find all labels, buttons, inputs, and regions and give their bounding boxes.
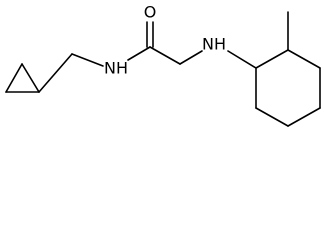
bond <box>179 50 203 65</box>
amine-hydrogen-label: H <box>214 35 226 54</box>
amide-nh-label: N H <box>104 59 128 78</box>
bond <box>5 63 23 93</box>
oxygen-label: O <box>144 3 157 22</box>
amine-nh-label: N H <box>202 35 226 54</box>
bond <box>38 53 73 93</box>
bond <box>71 53 104 67</box>
bond <box>287 49 321 69</box>
structural-formula: O N H N H <box>5 3 321 127</box>
bond <box>255 49 289 69</box>
bond <box>21 63 40 93</box>
linker-chain <box>38 46 203 93</box>
amide-nitrogen-label: N <box>104 59 116 78</box>
bond <box>149 46 181 65</box>
bond <box>255 107 289 127</box>
bond <box>227 50 257 69</box>
amine-nitrogen-label: N <box>202 35 214 54</box>
carbonyl-double-bond <box>146 21 154 48</box>
bond <box>287 107 321 127</box>
cyclopropyl-ring <box>5 63 40 93</box>
bond <box>127 46 151 61</box>
cyclohexane-ring <box>255 49 321 127</box>
amide-hydrogen-label: H <box>116 59 128 78</box>
